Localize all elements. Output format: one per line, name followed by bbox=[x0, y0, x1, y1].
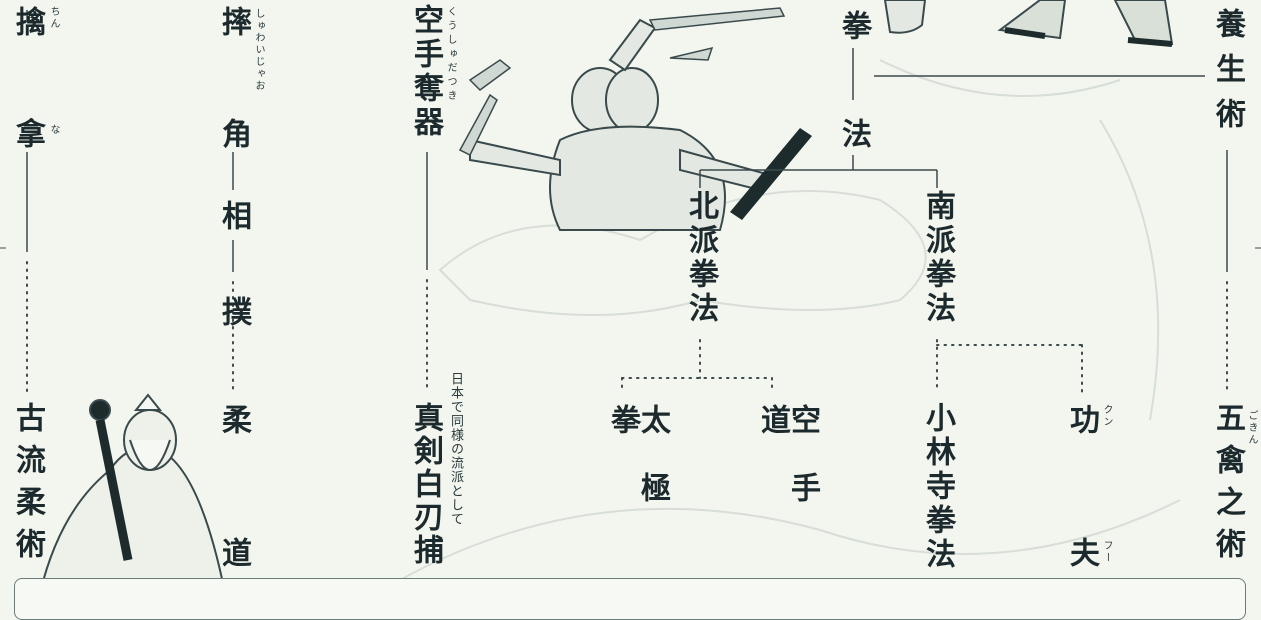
background-illustration bbox=[38, 0, 1181, 593]
baton-icon bbox=[730, 128, 812, 220]
term-taikyoku-ken: 太極拳 bbox=[605, 404, 670, 540]
term-judo-1: 柔 bbox=[216, 404, 251, 440]
ruby-fuu: フー bbox=[1101, 540, 1112, 564]
term-kongshou-duoqi: 空手奪器 bbox=[408, 4, 443, 140]
term-qinna-1: 擒 bbox=[10, 6, 45, 42]
term-sumo-1: 相 bbox=[216, 200, 251, 236]
term-southern-kenpo: 南派拳法 bbox=[920, 190, 955, 326]
term-shuaijiao-1: 摔 bbox=[216, 6, 251, 42]
term-kenpo-1: 拳 bbox=[836, 10, 871, 46]
fighters-figure bbox=[469, 18, 772, 231]
ruby-chin: ちん bbox=[48, 6, 59, 30]
ruby-gokin: ごきん bbox=[1246, 410, 1257, 446]
term-sumo-2: 撲 bbox=[216, 296, 251, 332]
note-same-school-japan: 日本で同様の流派として bbox=[448, 372, 463, 526]
ruby-kuushuudatsuki: くうしゅだつき bbox=[445, 6, 456, 104]
term-qinna-2: 拿 bbox=[10, 118, 45, 154]
term-shaolin-kenpo: 小林寺拳法 bbox=[920, 402, 955, 572]
sage-figure bbox=[38, 393, 227, 593]
term-kory-jujutsu: 古流柔術 bbox=[10, 402, 45, 570]
ruby-kun: クン bbox=[1101, 404, 1112, 428]
term-kenpo-2: 法 bbox=[836, 118, 871, 154]
term-judo-2: 道 bbox=[216, 537, 251, 573]
legs-figure bbox=[883, 0, 1174, 47]
knife-icon bbox=[648, 7, 786, 31]
term-wuqinzhi-shu: 五禽之術 bbox=[1210, 402, 1245, 570]
term-shinken-shiraha-dori: 真剣白刃捕 bbox=[408, 402, 443, 567]
term-karate-do: 空手道 bbox=[755, 404, 820, 540]
bottom-caption-panel bbox=[14, 578, 1246, 620]
term-shuaijiao-2: 角 bbox=[216, 118, 251, 154]
term-northern-kenpo: 北派拳法 bbox=[683, 190, 718, 326]
term-kungfu-1: 功 bbox=[1064, 404, 1099, 440]
ruby-shuwaijao: しゅわいじゃお bbox=[253, 8, 264, 92]
term-kungfu-2: 夫 bbox=[1064, 537, 1099, 573]
term-yangsheng-shu: 養生術 bbox=[1210, 8, 1245, 143]
ruby-na: な bbox=[48, 124, 59, 136]
